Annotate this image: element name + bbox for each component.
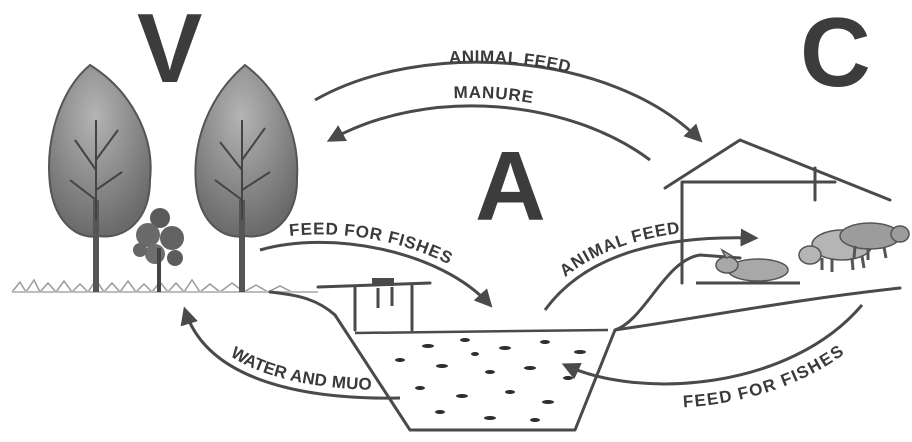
pond-bank-left xyxy=(270,292,335,315)
animal-feed-mid-label: ANIMAL FEED xyxy=(556,218,681,280)
large-tree-left xyxy=(49,65,151,292)
water-and-mud-label: WATER AND MUO xyxy=(228,343,373,394)
animal-feed-top-arrow xyxy=(315,62,700,140)
feed-for-fishes-right-label: FEED FOR FISHES xyxy=(682,341,847,411)
small-tree xyxy=(133,208,184,292)
c-section-letter: C xyxy=(800,0,871,107)
pond-outline xyxy=(335,255,740,430)
livestock-house xyxy=(665,140,909,283)
a-section-letter: A xyxy=(475,131,546,241)
pond-area xyxy=(270,255,900,430)
manure-label: MANURE xyxy=(453,83,535,107)
house-roof xyxy=(665,140,890,200)
v-section-letter: V xyxy=(137,0,202,103)
pig-lying xyxy=(716,250,788,281)
water-dots xyxy=(395,338,586,422)
water-surface xyxy=(355,330,608,333)
animal-feed-top-label: ANIMAL FEED xyxy=(448,47,573,76)
fish-pond-hut xyxy=(318,278,430,330)
large-tree-right xyxy=(195,65,297,292)
